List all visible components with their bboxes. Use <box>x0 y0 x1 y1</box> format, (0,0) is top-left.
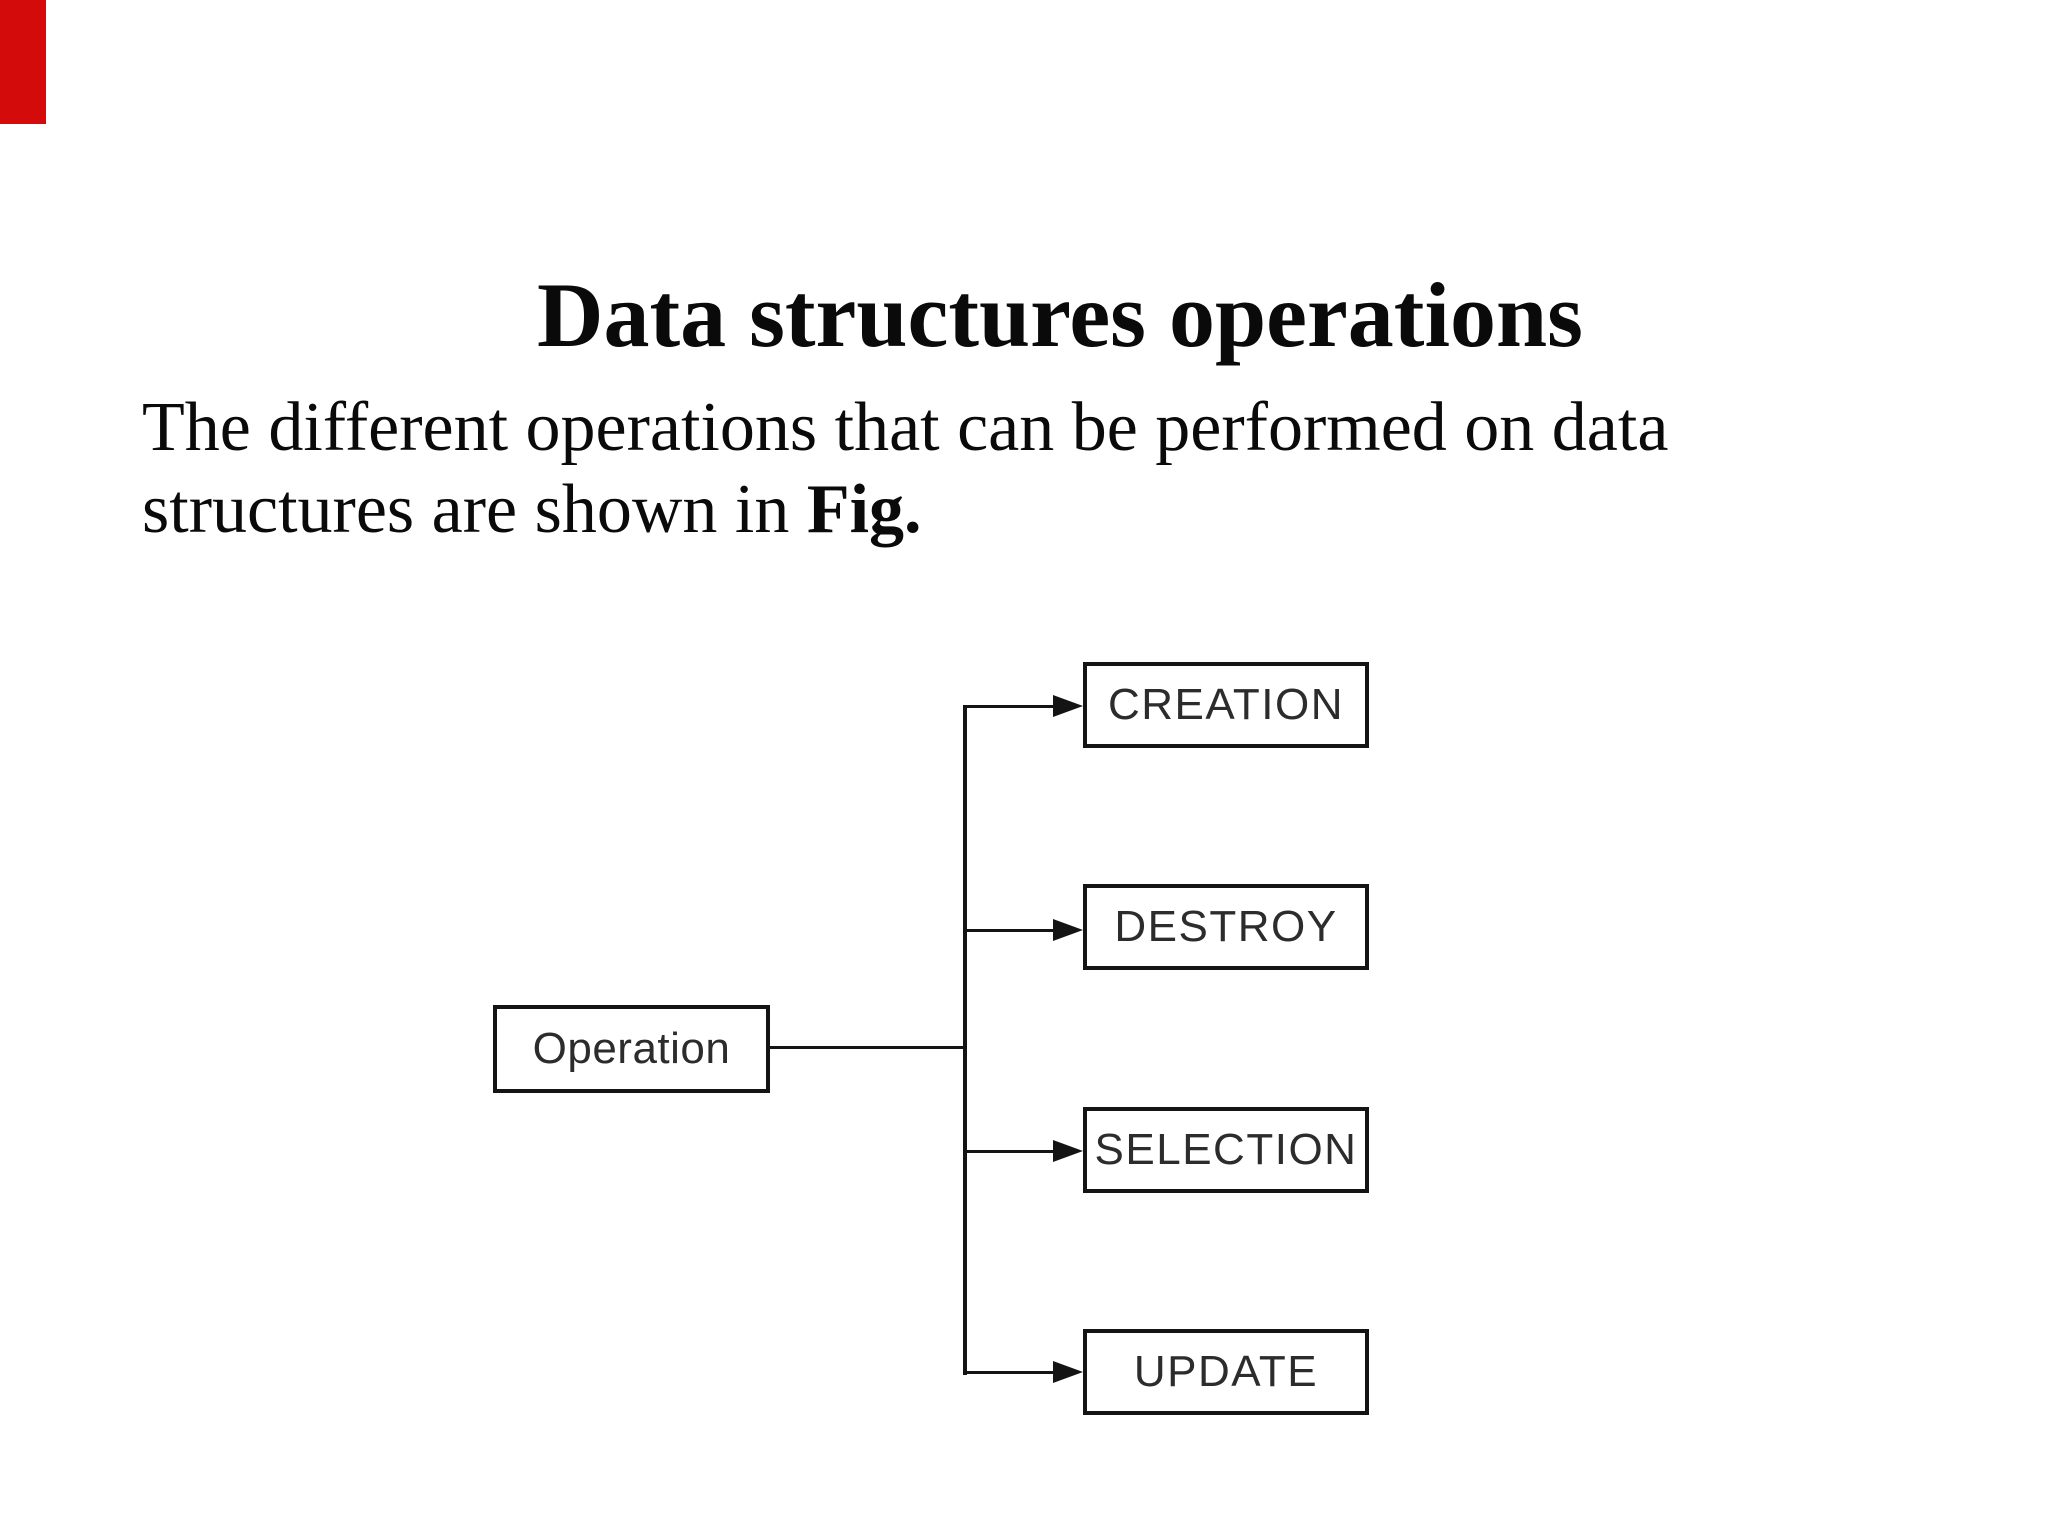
node-selection: SELECTION <box>1083 1107 1369 1193</box>
arrowhead-right-icon <box>1053 695 1083 717</box>
connector-creation-branch <box>963 705 1057 708</box>
connector-update-branch <box>963 1371 1057 1374</box>
node-destroy: DESTROY <box>1083 884 1369 970</box>
body-text: The different operations that can be per… <box>142 387 1668 551</box>
fig-reference: Fig. <box>806 471 922 548</box>
arrowhead-right-icon <box>1053 1361 1083 1383</box>
red-accent-mark <box>0 0 46 124</box>
body-line-2: structures are shown in <box>142 471 807 548</box>
connector-operation-branch <box>770 1046 967 1049</box>
slide-title: Data structures operations <box>537 263 1583 366</box>
connector-destroy-branch <box>963 929 1057 932</box>
arrowhead-right-icon <box>1053 1140 1083 1162</box>
node-operation: Operation <box>493 1005 770 1093</box>
connector-trunk-line <box>963 705 967 1375</box>
arrowhead-right-icon <box>1053 919 1083 941</box>
body-line-1: The different operations that can be per… <box>142 389 1669 466</box>
connector-selection-branch <box>963 1150 1057 1153</box>
node-update: UPDATE <box>1083 1329 1369 1415</box>
node-creation: CREATION <box>1083 662 1369 748</box>
